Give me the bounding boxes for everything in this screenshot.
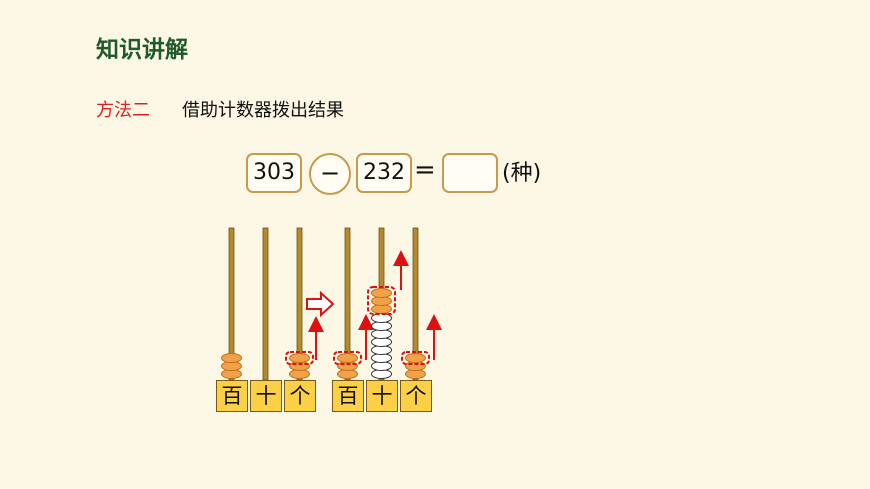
subtrahend-box: 232 (356, 153, 412, 193)
equals-sign: = (414, 155, 436, 185)
method-label: 方法二 (96, 100, 150, 121)
right-hundreds-beads (333, 351, 362, 379)
slide-title: 知识讲解 (96, 37, 188, 63)
left-ones-beads (285, 351, 314, 379)
right-tens-beads (367, 286, 396, 379)
minus-operator: − (309, 153, 351, 195)
right-label-hundreds: 百 (332, 380, 364, 412)
left-label-hundreds: 百 (216, 380, 248, 412)
left-label-ones: 个 (284, 380, 316, 412)
unit-label: (种) (502, 161, 542, 186)
right-label-ones: 个 (400, 380, 432, 412)
answer-box[interactable] (442, 153, 498, 193)
right-label-tens: 十 (366, 380, 398, 412)
left-hundreds-beads (221, 353, 242, 379)
method-description: 借助计数器拨出结果 (182, 100, 344, 121)
minuend-box: 303 (246, 153, 302, 193)
right-ones-beads (401, 351, 430, 379)
left-label-tens: 十 (250, 380, 282, 412)
transition-arrow-icon (306, 290, 335, 318)
